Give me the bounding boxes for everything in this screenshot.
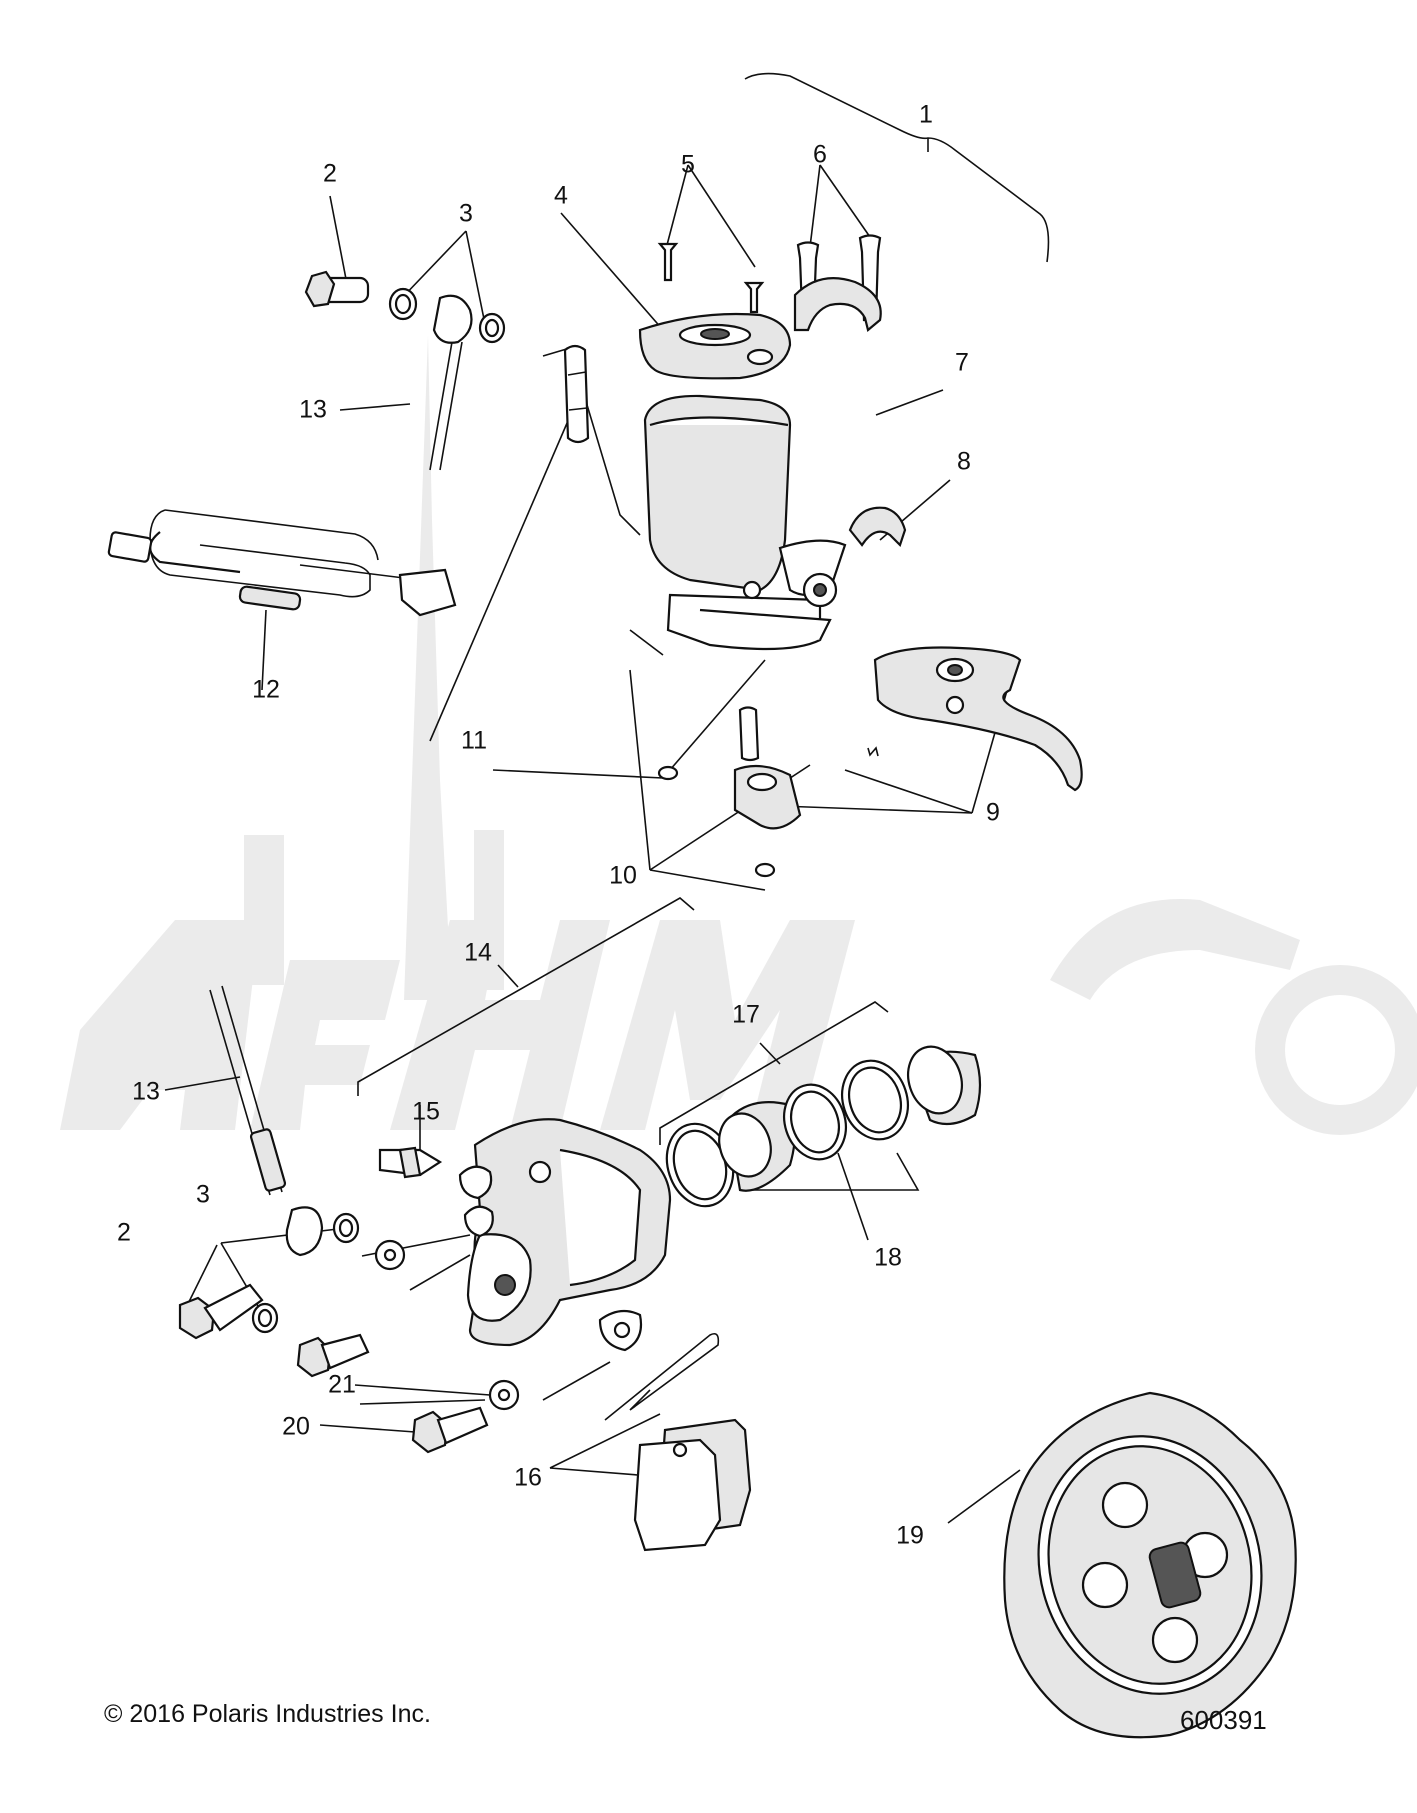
callout-8: 8 [957, 447, 971, 476]
callout-20: 20 [282, 1412, 310, 1441]
master-cylinder [643, 394, 847, 651]
callout-11: 11 [461, 726, 487, 755]
callout-14: 14 [464, 938, 492, 967]
callout-3-lower: 3 [196, 1180, 210, 1209]
callout-6: 6 [813, 140, 827, 169]
callout-13-upper: 13 [299, 395, 327, 424]
callout-12: 12 [252, 675, 280, 704]
brake-disc-19 [1003, 1391, 1297, 1739]
banjo-bolt-upper [304, 270, 370, 308]
pusher-10 [733, 706, 802, 878]
diagram-number: 600391 [1180, 1705, 1267, 1735]
callout-2-upper: 2 [323, 159, 337, 188]
callout-13-lower: 13 [132, 1077, 160, 1106]
callout-10: 10 [609, 861, 637, 890]
callout-4: 4 [554, 181, 568, 210]
brake-pads-16 [633, 1418, 752, 1552]
callout-2-lower: 2 [117, 1218, 131, 1247]
callout-9: 9 [986, 798, 1000, 827]
pad-pin [604, 1332, 720, 1421]
callout-5: 5 [681, 150, 695, 179]
callout-19: 19 [896, 1521, 924, 1550]
piston-kit [665, 1045, 982, 1208]
watermark-logo [60, 335, 1417, 1135]
callout-7: 7 [955, 348, 969, 377]
brake-lever-9 [867, 646, 1083, 792]
brake-caliper [458, 1118, 672, 1352]
clip-11 [657, 765, 679, 781]
screws-5 [657, 242, 765, 314]
clamp-7 [793, 277, 882, 332]
callout-21: 21 [328, 1370, 356, 1399]
banjo-bolt-lower [178, 1283, 264, 1340]
callout-18: 18 [874, 1243, 902, 1272]
bleeder-valve-15 [378, 1146, 443, 1179]
brake-line-lower [209, 985, 324, 1257]
brake-line-upper [429, 294, 473, 471]
caliper-bolt [296, 1333, 370, 1378]
clamp-8 [848, 506, 907, 548]
pivot-pin-11 [563, 344, 590, 444]
reservoir-cap [638, 312, 792, 380]
bolt-20 [411, 1406, 489, 1454]
callout-16: 16 [514, 1463, 542, 1492]
brake-switch [107, 509, 457, 617]
callout-1: 1 [919, 100, 933, 129]
callout-3-upper: 3 [459, 199, 473, 228]
callout-17: 17 [732, 1000, 760, 1029]
copyright-text: © 2016 Polaris Industries Inc. [104, 1700, 431, 1728]
callout-15: 15 [412, 1097, 440, 1126]
